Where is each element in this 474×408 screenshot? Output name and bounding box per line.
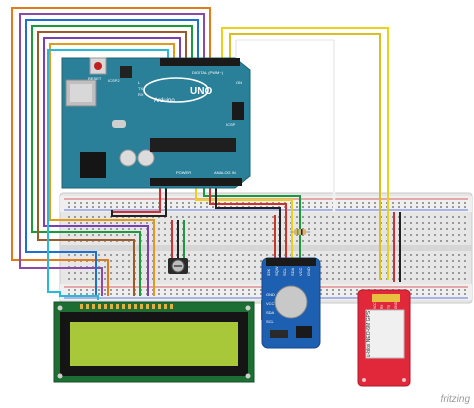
wire-red-1 (209, 180, 287, 258)
gps-pin-label: GND (394, 301, 398, 309)
wire-purple-2 (43, 37, 181, 296)
power-header (150, 178, 242, 186)
lcd-screen (70, 322, 238, 366)
wire-yellow-3 (195, 180, 293, 258)
capacitor-1 (119, 149, 137, 167)
gps-pin-label: RX (380, 304, 384, 309)
reset-button (94, 62, 102, 70)
analog-label: ANALOG IN (214, 170, 236, 175)
digital-header (160, 58, 240, 66)
rtc-pin-label: SQW (274, 266, 279, 276)
icsp2-label: ICSP2 (108, 78, 120, 83)
rtc-pin-header (266, 258, 316, 266)
wire-black-1 (215, 180, 281, 258)
wire-yellow-2 (229, 33, 381, 280)
lcd-display (53, 301, 255, 383)
wire-cyan (47, 49, 169, 300)
wire-orange-1 (11, 7, 211, 296)
uno-label: UNO (190, 86, 212, 97)
rtc-pin-label: VCC (298, 267, 303, 276)
brand-label: Arduino (154, 98, 175, 104)
arduino-uno-board: UNO Arduino RESET ICSP2 TX RX L ON ICSP … (61, 57, 251, 189)
gps-pin-header (372, 294, 400, 302)
power-label: POWER (176, 170, 191, 175)
arduino-logo (143, 77, 209, 103)
wire-black-2 (111, 182, 167, 217)
rtc-battery (274, 285, 308, 319)
fritzing-watermark: fritzing (441, 394, 471, 405)
icsp-label: ICSP (226, 122, 236, 127)
gps-pin-label: TX (387, 304, 391, 309)
l-label: L (138, 80, 141, 85)
digital-label: DIGITAL (PWM~) (192, 70, 224, 75)
lcd-pin-header (80, 304, 173, 309)
rtc-pin-label: SCL (282, 267, 287, 276)
wire-purple-1 (19, 13, 205, 296)
on-label: ON (236, 80, 242, 85)
rx-label: RX (138, 92, 144, 97)
wire-red-2 (112, 182, 161, 213)
rtc-side-label: SCL (266, 319, 275, 324)
tx-label: TX (138, 86, 143, 91)
wire-white (234, 38, 336, 212)
wire-green-1 (31, 25, 193, 296)
gps-pin-label: VCC (373, 302, 377, 309)
rtc-side-labels: GND VCC SDA SCL (266, 292, 275, 324)
resistor (290, 229, 310, 235)
wire-blue-1 (25, 19, 199, 296)
wire-orange-2 (49, 43, 175, 296)
rtc-pin-label: GND (306, 267, 311, 276)
wire-brown-1 (37, 31, 187, 296)
rtc-side-label: GND (266, 292, 275, 297)
rtc-side-label: VCC (266, 301, 275, 306)
potentiometer (168, 258, 188, 274)
rtc-pin-label: SDA (290, 267, 295, 276)
wires (11, 7, 401, 320)
atmega-chip (150, 138, 236, 152)
wire-white-outline (235, 39, 335, 212)
power-jack (80, 152, 106, 178)
gps-model-label: u-blox NEO-6M GPS (366, 310, 372, 357)
rtc-side-label: SDA (266, 310, 275, 315)
rtc-pin-label: 32K (266, 269, 271, 276)
wire-yellow-1 (221, 27, 389, 280)
capacitor-2 (137, 149, 155, 167)
reset-label: RESET (88, 76, 102, 81)
gps-chip (365, 309, 405, 359)
icsp-header (232, 102, 244, 120)
